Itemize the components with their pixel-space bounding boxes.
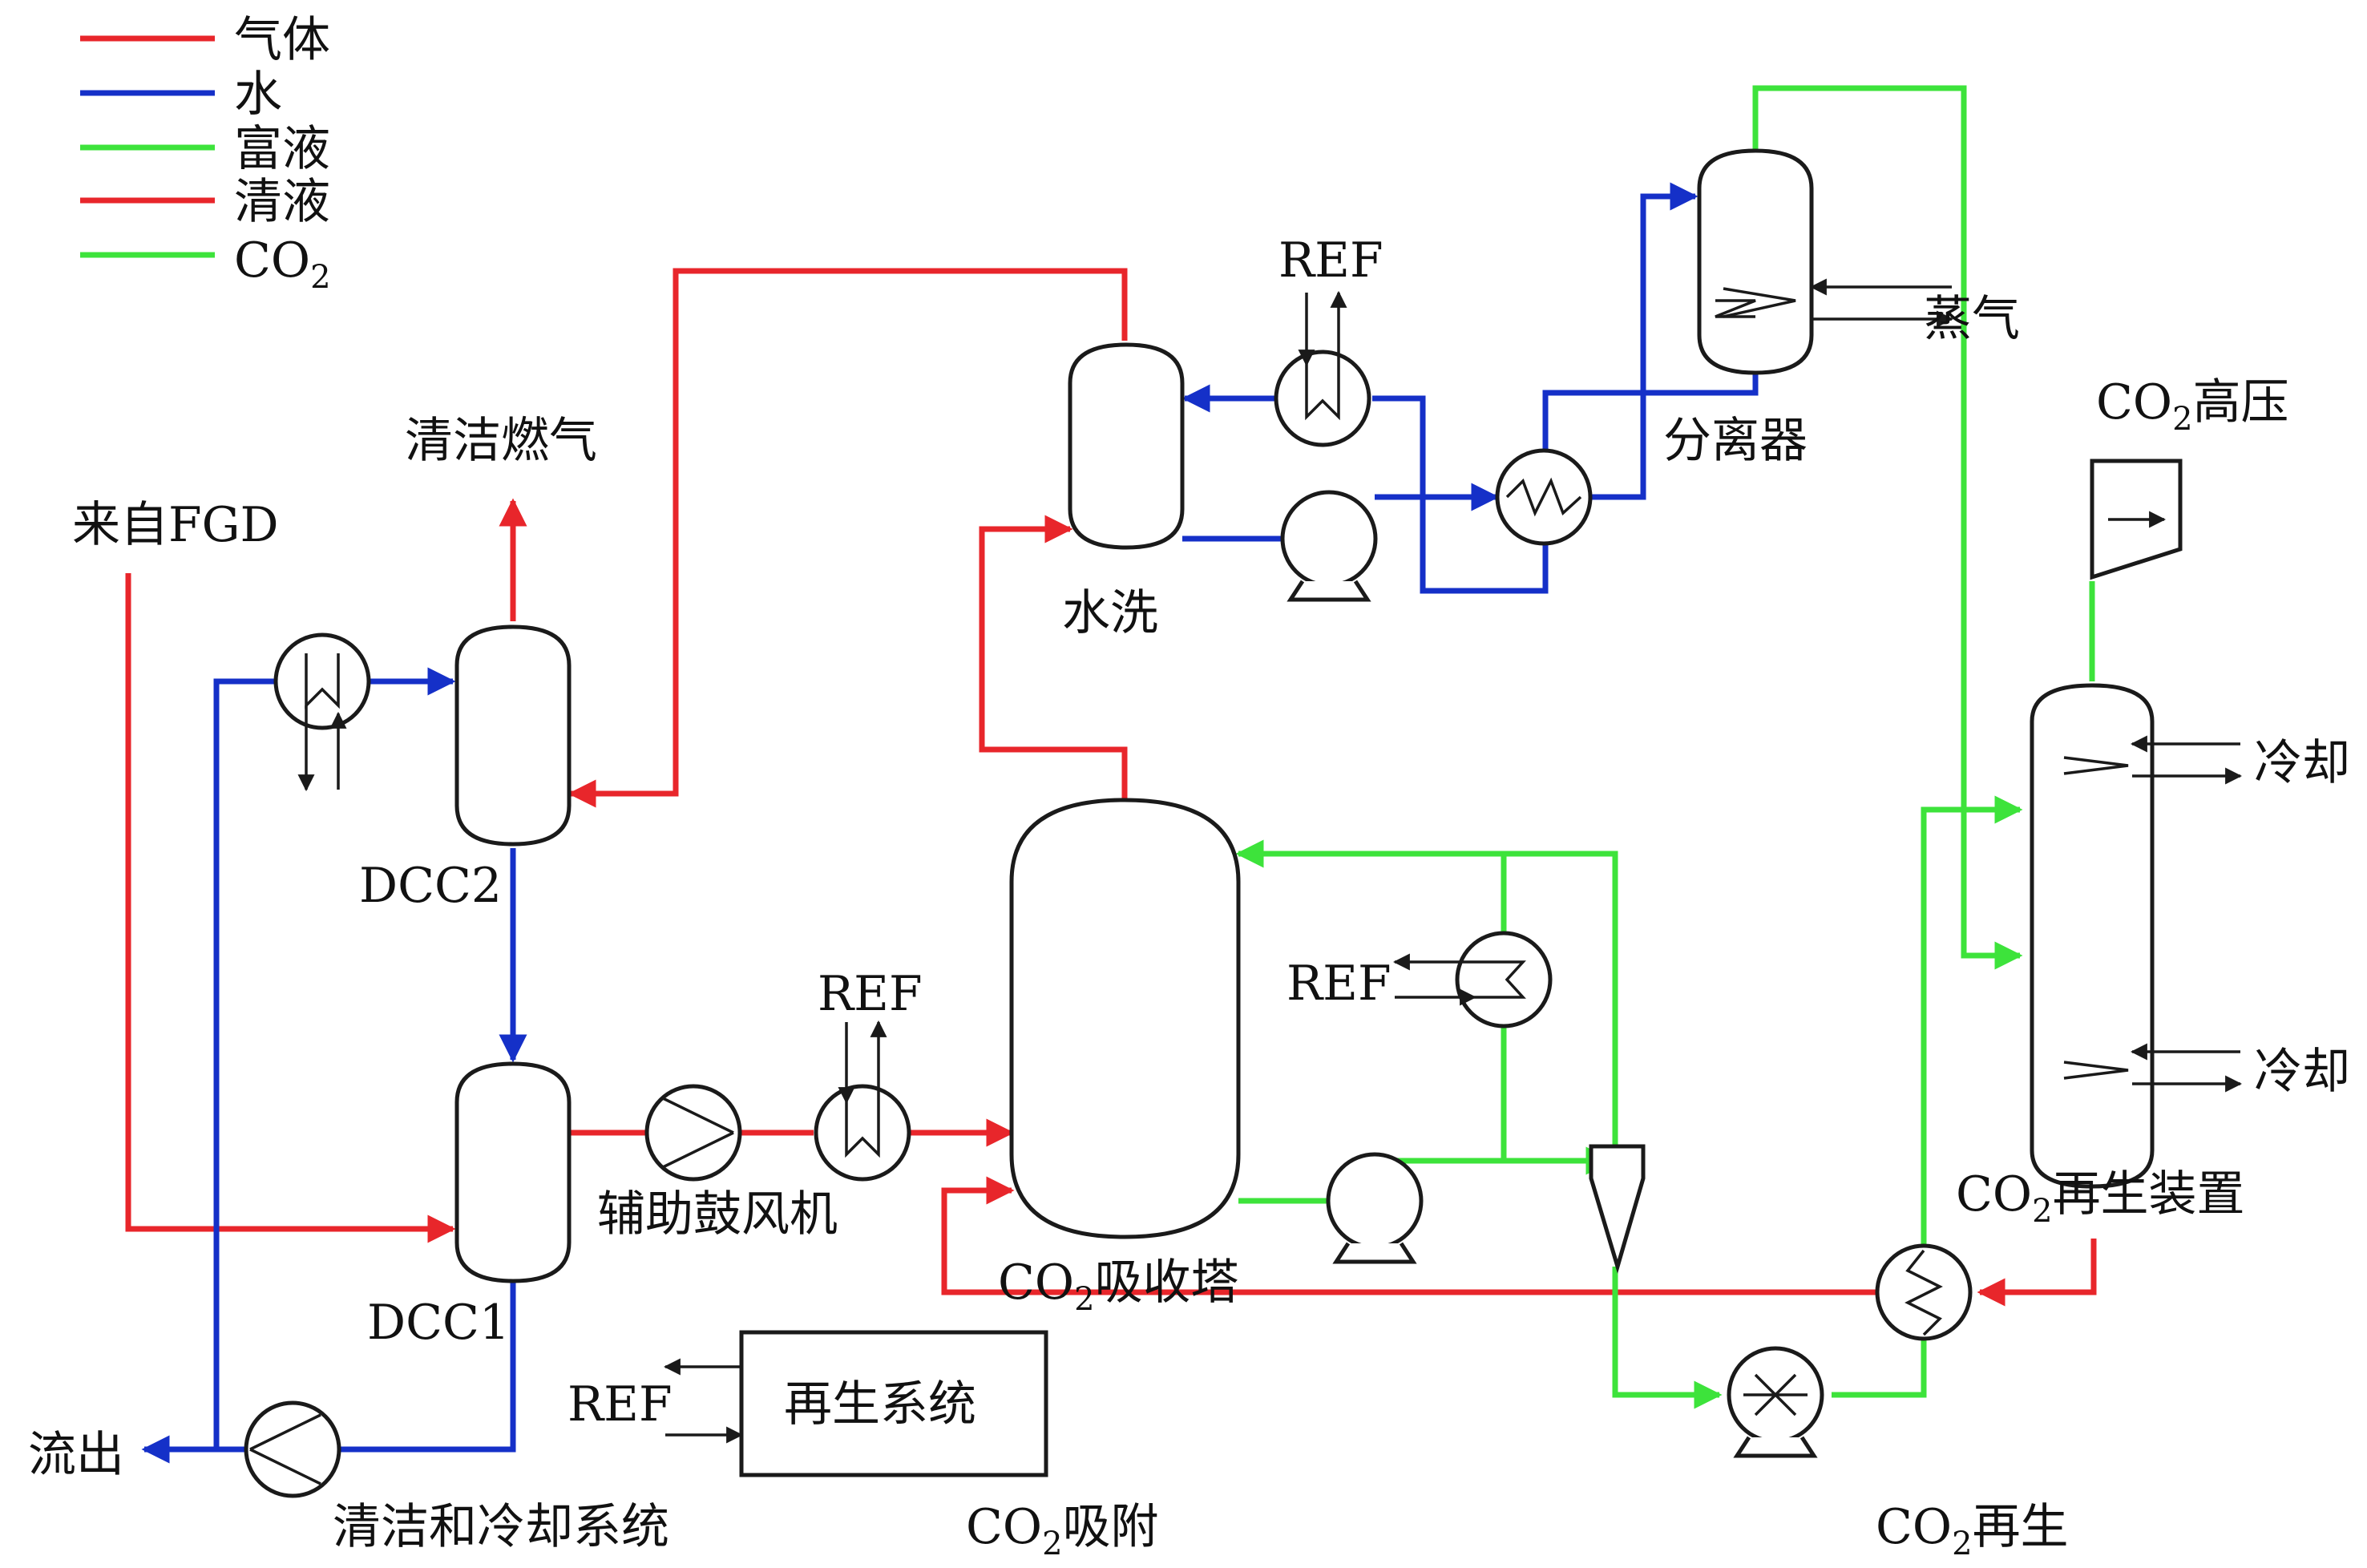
co2-high-pressure-label: CO2高压 <box>2096 374 2289 438</box>
utility-arrows <box>663 278 2243 1444</box>
legend-label-rich: 富液 <box>234 121 330 177</box>
legend-label-water: 水 <box>234 67 282 123</box>
dcc1-column <box>454 1061 572 1283</box>
rich-pump <box>1326 1152 1424 1264</box>
co2-compressor <box>2090 459 2183 580</box>
hydrocyclone <box>1589 1144 1646 1274</box>
ref-heater-absorber <box>814 1020 911 1182</box>
pipe-exchanger-to-separator <box>1591 182 1699 500</box>
ref-label-recycle: REF <box>1287 956 1392 1012</box>
steam-label: 蒸气 <box>1924 291 2020 347</box>
dcc2-column <box>454 624 572 847</box>
pipe-dcc1-to-pump <box>338 1283 516 1453</box>
aux-blower <box>644 1084 742 1182</box>
regen-system-label: 再生系统 <box>784 1376 976 1433</box>
rich-pipes <box>1235 85 2095 1409</box>
co2-adsorption-label: CO2吸附 <box>966 1499 1159 1562</box>
separator-coil-icon <box>1723 287 1796 318</box>
from-fgd-label: 来自FGD <box>72 497 279 553</box>
outflow-label: 流出 <box>28 1427 124 1483</box>
pipe-riser-to-cooler <box>213 678 275 1449</box>
pipe-lean-regen-to-exchanger <box>1977 1239 2097 1307</box>
co2-regenerator-column <box>2030 683 2155 1189</box>
clean-gas-label: 清洁燃气 <box>405 413 597 469</box>
ref-cooler-recycle <box>1392 931 1553 1028</box>
regenerator-bottom-coil-icon <box>2063 1061 2129 1080</box>
pipe-recycle-top <box>1235 839 1507 934</box>
pipe-cyclone-to-pump <box>1612 1267 1723 1409</box>
water-pipes <box>141 182 1759 1464</box>
regen-system-box <box>739 1330 1048 1477</box>
cleaning-cooling-label: 清洁和冷却系统 <box>333 1499 669 1555</box>
separator-vessel <box>1697 148 1814 375</box>
ref-label-heater: REF <box>818 966 923 1022</box>
pipe-cyclone-side <box>1504 851 1618 1146</box>
separator-label: 分离器 <box>1663 413 1808 469</box>
pipe-pump-to-regenerator <box>1832 795 2023 1398</box>
co2-absorber-tower <box>1009 798 1241 1239</box>
co2-regeneration-label: CO2再生 <box>1876 1499 2069 1562</box>
legend-label-co2: CO2 <box>234 232 331 296</box>
pipe-separator-co2 <box>1752 85 2023 970</box>
legend-label-gas: 气体 <box>234 12 330 68</box>
cooling-label-bottom: 冷却 <box>2254 1044 2350 1100</box>
ref-cooler-wash <box>1274 290 1371 447</box>
water-wash-label: 水洗 <box>1062 585 1158 641</box>
pipe-exchanger-lower-loop <box>1372 395 1549 594</box>
lean-rich-exchanger <box>1875 1243 1973 1341</box>
wash-pump <box>1280 490 1378 602</box>
outflow-pump <box>244 1400 341 1498</box>
legend-label-lean: 清液 <box>234 174 330 230</box>
ref-label-wash: REF <box>1278 232 1383 289</box>
regen-feed-pump <box>1727 1346 1824 1458</box>
pipe-absorber-to-wash <box>979 515 1128 800</box>
pipe-wash-to-dcc2 <box>568 268 1128 808</box>
water-wash-column <box>1068 342 1185 550</box>
dcc1-label: DCC1 <box>367 1295 510 1351</box>
dcc2-feed-cooler <box>273 632 371 792</box>
pipe-fgd-to-dcc1 <box>125 573 456 1243</box>
ref-label-regen: REF <box>568 1376 673 1433</box>
wash-heat-exchanger <box>1495 448 1593 546</box>
co2-regenerator-label: CO2再生装置 <box>1956 1166 2245 1230</box>
gas-pipes <box>125 268 2097 1307</box>
regenerator-top-coil-icon <box>2063 756 2129 775</box>
dcc2-label: DCC2 <box>359 858 502 914</box>
pipe-separator-return <box>1542 370 1759 449</box>
cooling-label-top: 冷却 <box>2254 735 2350 791</box>
legend: 气体 水 富液 清液 CO2 <box>80 12 331 296</box>
co2-absorber-label: CO2吸收塔 <box>998 1255 1239 1318</box>
pipe-lean-exchanger-to-absorber <box>941 1176 1885 1295</box>
aux-blower-label: 辅助鼓风机 <box>597 1186 838 1243</box>
